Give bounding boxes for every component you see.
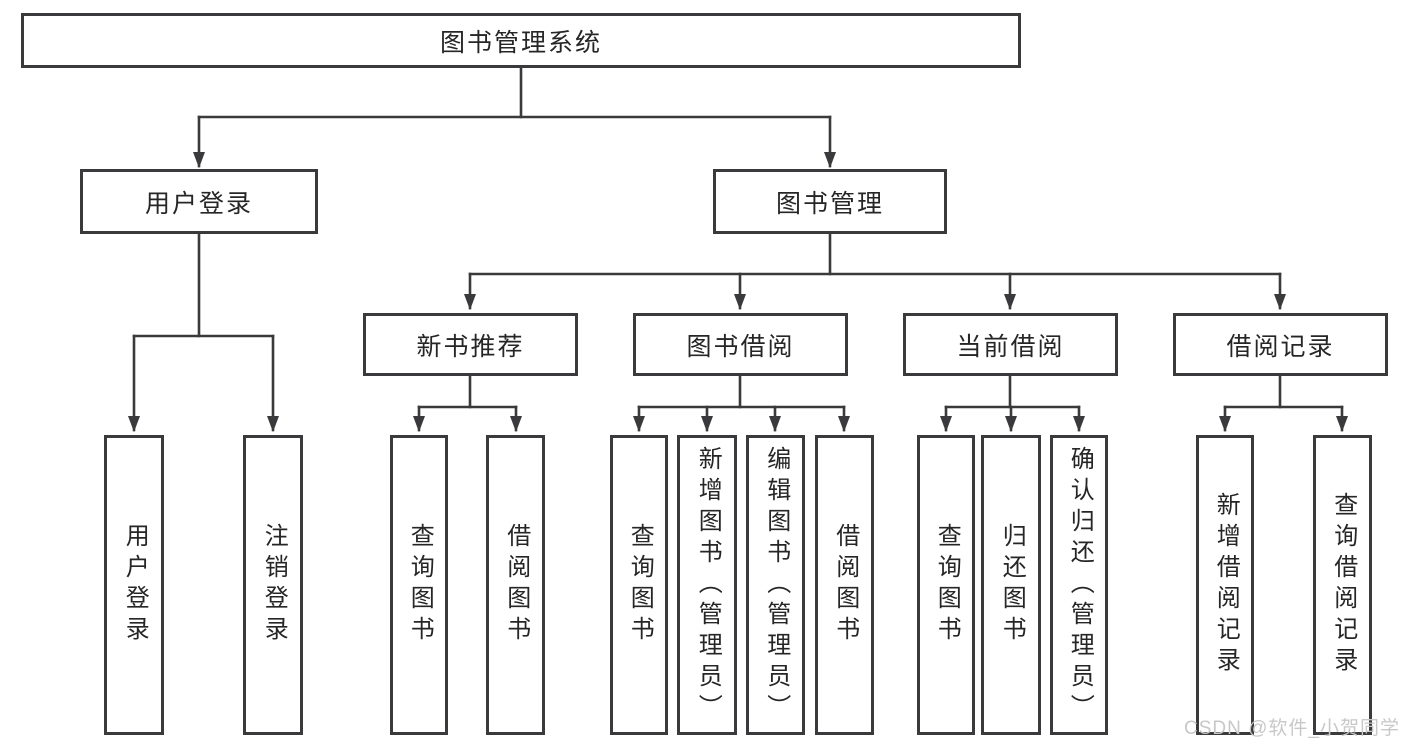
node-label: 新书推荐 bbox=[416, 332, 525, 361]
leaf-label: 确认归还（管理员） bbox=[1066, 445, 1094, 725]
leaf-label: 新增图书（管理员） bbox=[694, 445, 722, 725]
leaf-label: 归还图书 bbox=[998, 523, 1026, 647]
leaf-borrow-books-recommend: 借阅图书 bbox=[486, 435, 545, 735]
leaf-label: 借阅图书 bbox=[502, 523, 530, 647]
leaf-query-books-borrow: 查询图书 bbox=[610, 435, 668, 735]
leaf-logout: 注销登录 bbox=[243, 435, 303, 735]
node-label: 用户登录 bbox=[144, 189, 253, 218]
node-label: 图书管理系统 bbox=[439, 28, 602, 57]
leaf-query-books-current: 查询图书 bbox=[917, 435, 975, 735]
leaf-label: 借阅图书 bbox=[831, 523, 859, 647]
leaf-label: 新增借阅记录 bbox=[1212, 492, 1240, 678]
node-label: 图书管理 bbox=[775, 189, 884, 218]
node-label: 图书借阅 bbox=[686, 332, 795, 361]
csdn-watermark: CSDN @软件_小贺同学 bbox=[1184, 718, 1400, 739]
node-current-borrow: 当前借阅 bbox=[903, 313, 1118, 376]
leaf-label: 注销登录 bbox=[260, 523, 288, 647]
leaf-label: 查询图书 bbox=[406, 523, 434, 647]
leaf-add-borrow-record: 新增借阅记录 bbox=[1196, 435, 1254, 735]
node-book-borrow: 图书借阅 bbox=[633, 313, 848, 376]
leaf-label: 查询图书 bbox=[626, 523, 654, 647]
leaf-user-login: 用户登录 bbox=[104, 435, 164, 735]
leaf-borrow-books: 借阅图书 bbox=[815, 435, 874, 735]
node-borrow-records: 借阅记录 bbox=[1173, 313, 1388, 376]
leaf-edit-book-admin: 编辑图书（管理员） bbox=[746, 435, 805, 735]
leaf-add-book-admin: 新增图书（管理员） bbox=[677, 435, 737, 735]
leaf-confirm-return-admin: 确认归还（管理员） bbox=[1050, 435, 1108, 735]
node-label: 当前借阅 bbox=[956, 332, 1065, 361]
node-library-management-system: 图书管理系统 bbox=[21, 13, 1021, 68]
node-label: 借阅记录 bbox=[1226, 332, 1335, 361]
node-new-book-recommend: 新书推荐 bbox=[363, 313, 578, 376]
leaf-label: 查询借阅记录 bbox=[1329, 492, 1357, 678]
leaf-return-books: 归还图书 bbox=[981, 435, 1041, 735]
node-user-login: 用户登录 bbox=[80, 169, 318, 234]
leaf-label: 用户登录 bbox=[121, 523, 149, 647]
leaf-label: 查询图书 bbox=[933, 523, 961, 647]
leaf-query-books-recommend: 查询图书 bbox=[390, 435, 448, 735]
node-book-management: 图书管理 bbox=[713, 169, 947, 234]
leaf-label: 编辑图书（管理员） bbox=[762, 445, 790, 725]
leaf-query-borrow-record: 查询借阅记录 bbox=[1313, 435, 1372, 735]
